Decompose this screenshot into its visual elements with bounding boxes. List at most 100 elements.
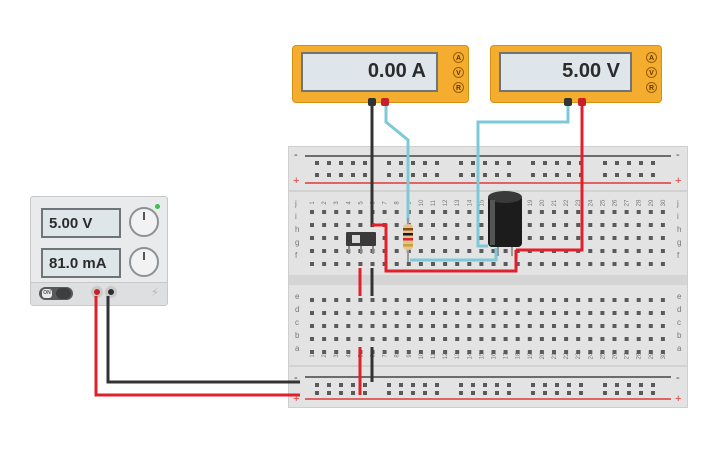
terminal-hole[interactable] xyxy=(527,210,532,214)
ammeter-mode-r[interactable]: R xyxy=(453,82,464,93)
terminal-hole[interactable] xyxy=(552,350,556,354)
terminal-hole[interactable] xyxy=(358,262,363,266)
terminal-hole[interactable] xyxy=(443,337,448,341)
terminal-hole[interactable] xyxy=(467,350,472,354)
rail-hole[interactable] xyxy=(507,383,511,387)
ammeter-probe-red[interactable] xyxy=(381,98,389,106)
terminal-hole[interactable] xyxy=(443,311,448,315)
terminal-hole[interactable] xyxy=(346,311,351,315)
rail-hole[interactable] xyxy=(531,173,535,177)
terminal-hole[interactable] xyxy=(467,337,472,341)
terminal-hole[interactable] xyxy=(588,262,593,266)
voltmeter-mode-a[interactable]: A xyxy=(646,52,657,63)
rail-hole[interactable] xyxy=(555,173,559,177)
terminal-hole[interactable] xyxy=(648,210,653,214)
terminal-hole[interactable] xyxy=(564,324,569,328)
terminal-hole[interactable] xyxy=(394,311,399,315)
ammeter[interactable]: 0.00 A A V R xyxy=(292,45,469,103)
terminal-hole[interactable] xyxy=(648,324,653,328)
terminal-hole[interactable] xyxy=(660,350,665,354)
terminal-hole[interactable] xyxy=(576,324,581,328)
rail-hole[interactable] xyxy=(627,161,631,165)
terminal-hole[interactable] xyxy=(310,223,314,227)
terminal-hole[interactable] xyxy=(455,236,460,240)
terminal-hole[interactable] xyxy=(431,262,435,266)
terminal-hole[interactable] xyxy=(431,298,435,302)
rail-hole[interactable] xyxy=(459,173,463,177)
terminal-hole[interactable] xyxy=(503,324,508,328)
terminal-hole[interactable] xyxy=(624,249,629,253)
terminal-hole[interactable] xyxy=(455,350,460,354)
terminal-hole[interactable] xyxy=(310,324,314,328)
terminal-hole[interactable] xyxy=(334,337,339,341)
terminal-hole[interactable] xyxy=(612,210,617,214)
rail-hole[interactable] xyxy=(651,391,655,395)
terminal-hole[interactable] xyxy=(382,350,387,354)
terminal-hole[interactable] xyxy=(552,298,556,302)
terminal-hole[interactable] xyxy=(588,311,593,315)
terminal-hole[interactable] xyxy=(491,324,496,328)
rail-hole[interactable] xyxy=(339,383,343,387)
terminal-hole[interactable] xyxy=(552,223,556,227)
terminal-hole[interactable] xyxy=(636,324,641,328)
rail-hole[interactable] xyxy=(471,173,475,177)
terminal-hole[interactable] xyxy=(539,324,544,328)
terminal-hole[interactable] xyxy=(515,262,520,266)
terminal-hole[interactable] xyxy=(491,311,496,315)
rail-hole[interactable] xyxy=(567,173,571,177)
terminal-hole[interactable] xyxy=(588,337,593,341)
terminal-hole[interactable] xyxy=(503,262,508,266)
rail-hole[interactable] xyxy=(603,173,607,177)
terminal-hole[interactable] xyxy=(503,298,508,302)
rail-hole[interactable] xyxy=(531,391,535,395)
rail-hole[interactable] xyxy=(351,391,355,395)
rail-hole[interactable] xyxy=(435,173,439,177)
terminal-hole[interactable] xyxy=(406,324,411,328)
terminal-hole[interactable] xyxy=(576,311,581,315)
terminal-hole[interactable] xyxy=(660,249,665,253)
terminal-hole[interactable] xyxy=(310,298,314,302)
terminal-hole[interactable] xyxy=(479,236,484,240)
terminal-hole[interactable] xyxy=(552,210,556,214)
rail-hole[interactable] xyxy=(567,161,571,165)
terminal-hole[interactable] xyxy=(467,324,472,328)
terminal-hole[interactable] xyxy=(431,210,435,214)
terminal-hole[interactable] xyxy=(431,350,435,354)
rail-hole[interactable] xyxy=(495,383,499,387)
terminal-hole[interactable] xyxy=(600,210,605,214)
rail-hole[interactable] xyxy=(327,391,331,395)
terminal-hole[interactable] xyxy=(443,298,448,302)
terminal-hole[interactable] xyxy=(358,337,363,341)
terminal-hole[interactable] xyxy=(564,311,569,315)
rail-hole[interactable] xyxy=(507,391,511,395)
terminal-hole[interactable] xyxy=(358,223,363,227)
rail-hole[interactable] xyxy=(555,391,559,395)
terminal-hole[interactable] xyxy=(600,350,605,354)
terminal-hole[interactable] xyxy=(660,223,665,227)
terminal-hole[interactable] xyxy=(370,298,375,302)
terminal-hole[interactable] xyxy=(382,324,387,328)
ammeter-probe-black[interactable] xyxy=(368,98,376,106)
terminal-hole[interactable] xyxy=(624,324,629,328)
terminal-hole[interactable] xyxy=(624,262,629,266)
rail-hole[interactable] xyxy=(603,391,607,395)
terminal-hole[interactable] xyxy=(443,262,448,266)
terminal-hole[interactable] xyxy=(539,223,544,227)
terminal-hole[interactable] xyxy=(418,223,423,227)
terminal-hole[interactable] xyxy=(334,324,339,328)
terminal-hole[interactable] xyxy=(479,262,484,266)
terminal-hole[interactable] xyxy=(479,337,484,341)
terminal-hole[interactable] xyxy=(660,298,665,302)
rail-hole[interactable] xyxy=(603,161,607,165)
terminal-hole[interactable] xyxy=(503,350,508,354)
terminal-hole[interactable] xyxy=(382,298,387,302)
terminal-hole[interactable] xyxy=(612,311,617,315)
terminal-hole[interactable] xyxy=(576,262,581,266)
terminal-hole[interactable] xyxy=(491,350,496,354)
power-supply[interactable]: 5.00 V 81.0 mA ON ⚡ xyxy=(30,196,168,306)
terminal-hole[interactable] xyxy=(382,311,387,315)
terminal-hole[interactable] xyxy=(648,337,653,341)
wire-ammeter-cyan[interactable] xyxy=(384,101,410,222)
terminal-hole[interactable] xyxy=(503,311,508,315)
rail-hole[interactable] xyxy=(411,161,415,165)
